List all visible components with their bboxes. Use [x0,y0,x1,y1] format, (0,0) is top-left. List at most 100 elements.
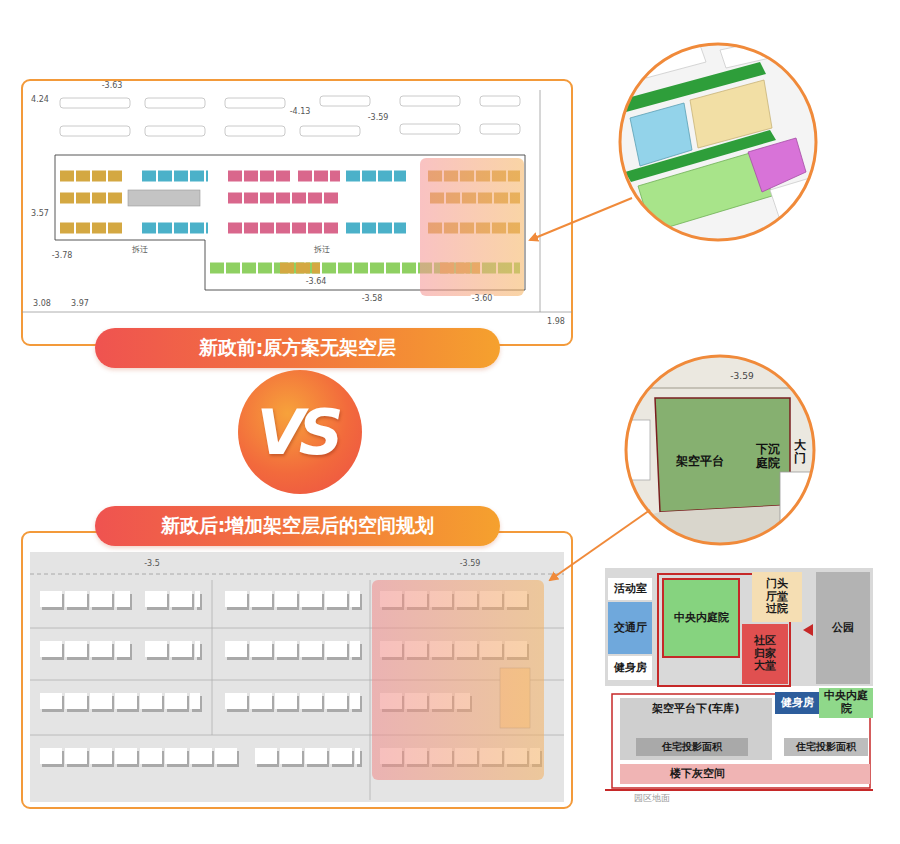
grey-space-band: 楼下灰空间 [620,764,870,784]
plan-shape [658,574,790,686]
plan-shape [145,591,200,607]
plan-shape [22,312,572,313]
room-box: 活动室 [608,578,652,600]
lobby-box: 社区归家大堂 [742,624,788,684]
plan-shape [30,574,564,575]
plan-shape [620,350,820,550]
room-box: 健身房 [775,692,819,714]
plan-shape [60,126,130,136]
elevation-label: -3.59 [729,372,754,382]
plan-shape [60,98,130,108]
elevation-label: -3.5 [143,560,161,569]
elevation-label: 3.08 [32,300,52,309]
room-box: 门头厅堂过院 [752,572,802,622]
title-banner: 新政前:原方案无架空层 [95,328,500,368]
elevation-label: -3.63 [101,82,124,91]
elevation-label: 拆迁 [313,246,331,255]
courtyard-box: 中央内庭院 [662,578,740,658]
node-text: VS [257,396,344,469]
plan-shape [255,748,360,764]
node-text: 中央内庭院 [674,612,729,625]
node-text: 公园 [832,622,854,635]
plan-shape [22,80,572,345]
plan-shape [605,789,873,791]
plan-shape [346,171,406,182]
node-text: 新政后:增加架空层后的空间规划 [161,513,435,539]
plan-shape [400,96,460,106]
title-banner: 新政后:增加架空层后的空间规划 [95,506,500,546]
plan-shape [480,124,520,134]
plan-shape [346,223,406,234]
elevation-label: 1.98 [546,318,566,327]
elevation-label: -3.78 [51,252,74,261]
plan-shape [145,98,205,108]
plan-shape [228,193,340,204]
node-text: 架空平台下(车库) [652,703,739,716]
plan-shape [60,171,122,182]
room-box: 交通厅 [608,602,652,654]
plan-shape [610,40,830,250]
plan-shape [145,126,205,136]
plan-shape [142,171,208,182]
elevation-label: -3.59 [367,114,390,123]
plan-shape [298,171,340,182]
plan-shape [610,35,830,250]
footprint-box: 住宅投影面积 [784,738,868,756]
plan-shape [803,624,813,636]
area-label: 架空平台 [676,455,724,468]
plan-shape [30,552,564,802]
plan-shape [60,223,122,234]
room-box: 健身房 [608,656,652,680]
park-box: 公园 [816,572,870,684]
node-text: 活动室 [614,583,647,596]
node-text: 住宅投影面积 [796,742,856,753]
plan-shape [225,591,360,607]
plan-shape [225,126,285,136]
node-text: 住宅投影面积 [662,742,722,753]
plan-shape [142,223,208,234]
plan-shape [225,641,360,657]
node-text: 社区归家大堂 [754,635,776,673]
plan-shape [540,90,541,312]
node-text: 健身房 [781,697,814,710]
plan-shape [40,591,130,607]
elevation-label: 3.97 [70,300,90,309]
plan-shape [372,580,544,780]
plan-shape [30,580,564,800]
node-text: 健身房 [614,662,647,675]
plan-shape [225,98,285,108]
plan-shape [40,748,240,764]
plan-shape [626,356,814,544]
plan-shape [300,126,360,136]
plan-shape [40,693,200,709]
plan-shape [225,693,360,709]
elevation-label: -3.59 [459,560,482,569]
plan-shape [22,532,572,808]
plan-shape [128,190,200,206]
plan-shape [280,263,320,274]
area-label: 下沉庭院 [756,443,780,471]
elevation-label: -3.58 [361,295,384,304]
plan-shape [605,688,873,806]
plan-shape [228,223,340,234]
plan-shape [605,568,873,686]
plan-shape [212,580,213,735]
plan-shape [400,124,460,134]
plan-shape [370,580,371,800]
plan-shape [60,193,122,204]
node-text: 中央内庭院 [819,690,873,715]
plan-shape [530,198,632,240]
plan-shape [320,96,370,106]
footprint-box: 住宅投影面积 [636,738,748,756]
plan-shape [770,172,830,250]
elevation-label: -3.60 [471,295,494,304]
plan-shape [145,641,200,657]
elevation-label: 3.57 [30,210,50,219]
elevation-label: 拆迁 [131,246,149,255]
node-text: 门头厅堂过院 [766,578,788,616]
elevation-label: 4.24 [30,96,50,105]
area-label: 大门 [794,439,806,465]
vs-badge: VS [238,370,362,494]
elevation-label: -3.64 [305,278,328,287]
plan-shape [40,641,130,657]
